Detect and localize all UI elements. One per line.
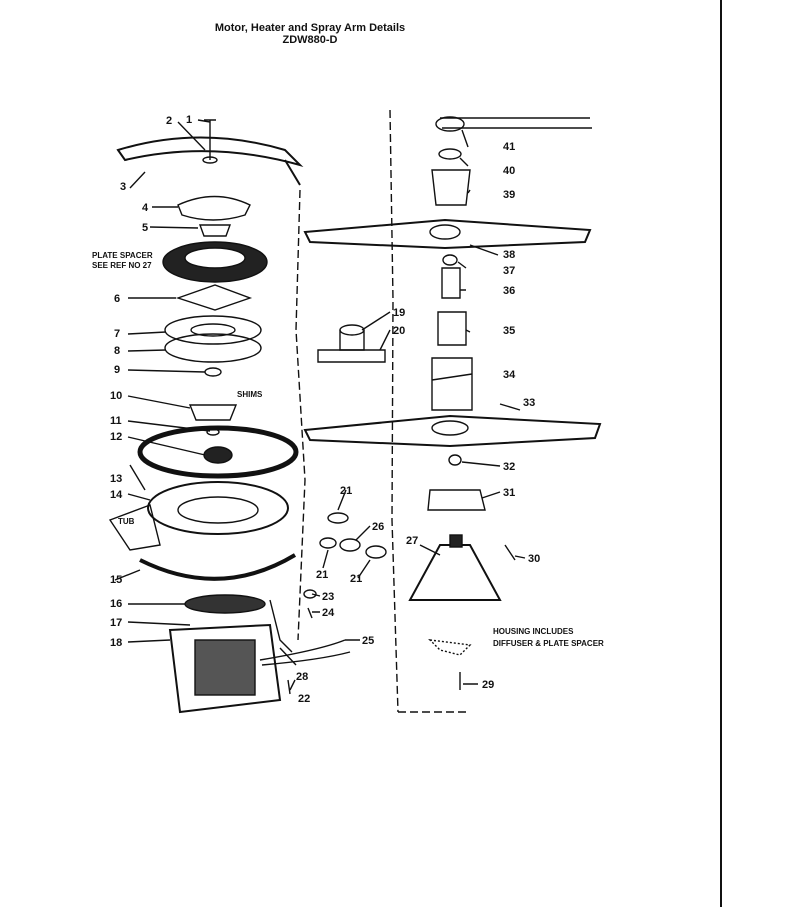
diffuser-fragments: [428, 639, 472, 656]
mount-ring-part-15: [139, 553, 297, 581]
callout-37: 37: [503, 265, 515, 277]
callout-2: 2: [166, 115, 172, 127]
callout-18: 18: [110, 637, 122, 649]
tub-label: TUB: [118, 517, 135, 526]
screw-part-30: [504, 544, 516, 561]
gasket-part-8: [164, 333, 262, 363]
callout-7: 7: [114, 328, 120, 340]
callout-30: 30: [528, 553, 540, 565]
seal-part-9: [204, 367, 222, 377]
roller-part-21b: [319, 537, 337, 549]
callout-20: 20: [393, 325, 405, 337]
page-edge-line: [720, 0, 722, 907]
callout-21-right: 21: [350, 573, 362, 585]
callout-17: 17: [110, 617, 122, 629]
heater-element: [116, 136, 304, 167]
bolt-part-13: [129, 464, 146, 491]
callout-27: 27: [406, 535, 418, 547]
roller-part-21a: [327, 512, 349, 524]
callout-11: 11: [110, 415, 122, 427]
lower-spray-arm-part-33: [303, 414, 602, 448]
tower-part-34: [431, 357, 473, 411]
callout-33: 33: [523, 397, 535, 409]
roller-part-21c: [365, 545, 387, 559]
tube-part-36: [441, 267, 461, 299]
callout-24: 24: [322, 607, 335, 619]
feed-tube-part-41: [440, 117, 592, 129]
bracket-part-28: [269, 599, 293, 653]
callout-41: 41: [503, 141, 515, 153]
callout-21-top: 21: [340, 485, 352, 497]
plate-part-16: [184, 594, 266, 614]
callout-19: 19: [393, 307, 405, 319]
callout-38: 38: [503, 249, 515, 261]
callout-16: 16: [110, 598, 122, 610]
callout-28: 28: [296, 671, 308, 683]
tube-part-35: [437, 311, 467, 346]
screw-part-1: [204, 119, 216, 160]
hub-part-39: [431, 169, 471, 206]
callout-5: 5: [142, 222, 148, 234]
callout-15: 15: [110, 574, 122, 586]
assembly-dashed-line-center: [389, 109, 399, 713]
gasket-part-7: [164, 315, 262, 345]
callout-1: 1: [186, 114, 192, 126]
screw-part-24: [307, 607, 313, 619]
nut-part-40: [438, 148, 462, 160]
impeller-part-5: [199, 224, 231, 237]
screw-part-22: [287, 679, 291, 695]
callout-10: 10: [110, 390, 122, 402]
callout-4: 4: [142, 202, 149, 214]
spray-hub-part-31: [427, 489, 486, 511]
roller-part-26: [339, 538, 361, 552]
callout-9: 9: [114, 364, 120, 376]
callout-22: 22: [298, 693, 310, 705]
callout-32: 32: [503, 461, 515, 473]
bushing-part-19: [339, 324, 365, 336]
callout-12: 12: [110, 431, 122, 443]
callout-36: 36: [503, 285, 515, 297]
callout-35: 35: [503, 325, 515, 337]
tub-outline: [108, 504, 161, 551]
plate-spacer-label: PLATE SPACER: [92, 251, 153, 260]
diagram-title: Motor, Heater and Spray Arm Details: [214, 22, 406, 34]
callout-23: 23: [322, 591, 334, 603]
washer-part-2: [202, 156, 218, 164]
nut-part-32: [448, 454, 462, 466]
housing-note-line2: DIFFUSER & PLATE SPACER: [493, 639, 604, 648]
impeller-part-10: [188, 404, 238, 421]
callout-13: 13: [110, 473, 122, 485]
gasket-ring-part-12: [137, 425, 299, 479]
motor-part-18: [168, 623, 282, 714]
nut-part-23: [303, 589, 317, 599]
wiring-harness: [259, 639, 351, 666]
callout-25: 25: [362, 635, 374, 647]
model-number: ZDW880-D: [282, 34, 338, 46]
callout-39: 39: [503, 189, 515, 201]
upper-spray-arm-part-38: [303, 218, 592, 250]
heater-terminal: [284, 159, 301, 186]
callout-31: 31: [503, 487, 515, 499]
shims-label: SHIMS: [237, 390, 263, 399]
callout-6: 6: [114, 293, 120, 305]
plate-part-6: [175, 284, 253, 311]
callout-14: 14: [110, 489, 123, 501]
callout-8: 8: [114, 345, 120, 357]
pump-base-part-14: [147, 481, 289, 535]
bracket-part-20: [317, 349, 386, 363]
housing-note-line1: HOUSING INCLUDES: [493, 627, 574, 636]
cover-part-4: [177, 195, 251, 221]
callout-40: 40: [503, 165, 515, 177]
pump-housing-part-27: [408, 544, 502, 601]
callout-21-left: 21: [316, 569, 328, 581]
plate-spacer-ref: SEE REF NO 27: [92, 261, 152, 270]
nut-part-37: [442, 254, 458, 266]
callout-3: 3: [120, 181, 126, 193]
callout-29: 29: [482, 679, 494, 691]
assembly-dashed-line-left: [295, 189, 306, 641]
callout-34: 34: [503, 369, 516, 381]
callout-26: 26: [372, 521, 384, 533]
